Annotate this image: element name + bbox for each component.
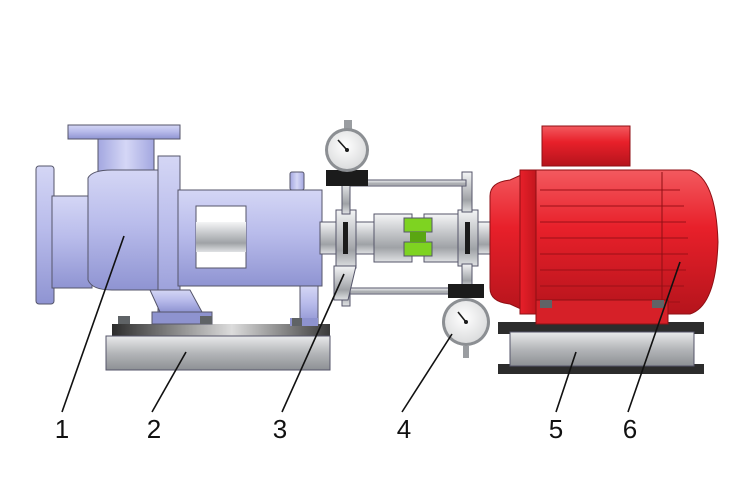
leader-line-5 <box>555 351 577 413</box>
electric-motor <box>489 125 719 325</box>
leader-line-1 <box>61 235 125 413</box>
callout-label-5: 5 <box>549 414 563 444</box>
callout-label-3: 3 <box>273 414 287 444</box>
pump <box>35 124 323 326</box>
dial-indicator-bottom <box>442 284 490 358</box>
motor-base <box>498 322 704 374</box>
callout-leader-lines <box>61 235 681 413</box>
callout-label-1: 1 <box>55 414 69 444</box>
alignment-fixture <box>333 171 479 307</box>
leader-line-4 <box>401 333 453 413</box>
callout-label-6: 6 <box>623 414 637 444</box>
callout-labels: 1 2 3 4 5 6 <box>55 414 637 444</box>
pump-baseplate <box>105 324 331 371</box>
leader-line-2 <box>151 351 187 413</box>
callout-label-2: 2 <box>147 414 161 444</box>
leader-line-6 <box>627 261 681 413</box>
callout-label-4: 4 <box>397 414 411 444</box>
dial-indicator-top <box>325 120 369 186</box>
leader-line-3 <box>281 273 345 413</box>
